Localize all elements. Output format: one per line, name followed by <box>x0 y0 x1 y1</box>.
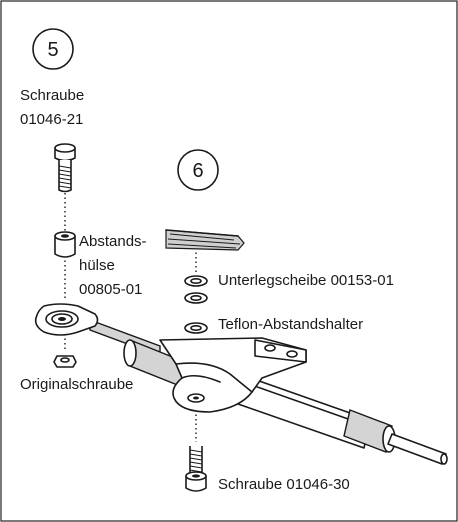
label-washer: Unterlegscheibe 00153-01 <box>218 272 394 289</box>
label-spacer-line2: hülse <box>79 257 115 274</box>
damper-rod-end <box>34 303 161 358</box>
teflon-spacer-lower <box>184 322 208 334</box>
label-teflon-spacer: Teflon-Abstandshalter <box>218 316 363 333</box>
original-nut <box>53 355 77 368</box>
label-screw-bottom: Schraube 01046-30 <box>218 476 350 493</box>
screw-01046-21 <box>54 143 76 193</box>
step-6-marker: 6 <box>177 149 219 191</box>
step-6-number: 6 <box>192 160 203 182</box>
spacer-sleeve-00805-01 <box>54 231 76 258</box>
washer-00153-01 <box>184 275 208 287</box>
step-5-number: 5 <box>47 39 58 61</box>
frame-tube-section <box>165 229 245 251</box>
label-spacer-line1: Abstands- <box>79 233 147 250</box>
screw-01046-30 <box>185 446 207 492</box>
label-screw-top-name: Schraube <box>20 87 84 104</box>
clamp-bracket <box>159 337 307 413</box>
label-spacer-line3: 00805-01 <box>79 281 142 298</box>
label-original-screw: Originalschraube <box>20 376 133 393</box>
label-screw-top-number: 01046-21 <box>20 111 83 128</box>
step-5-marker: 5 <box>32 28 74 70</box>
teflon-spacer-upper <box>184 292 208 304</box>
